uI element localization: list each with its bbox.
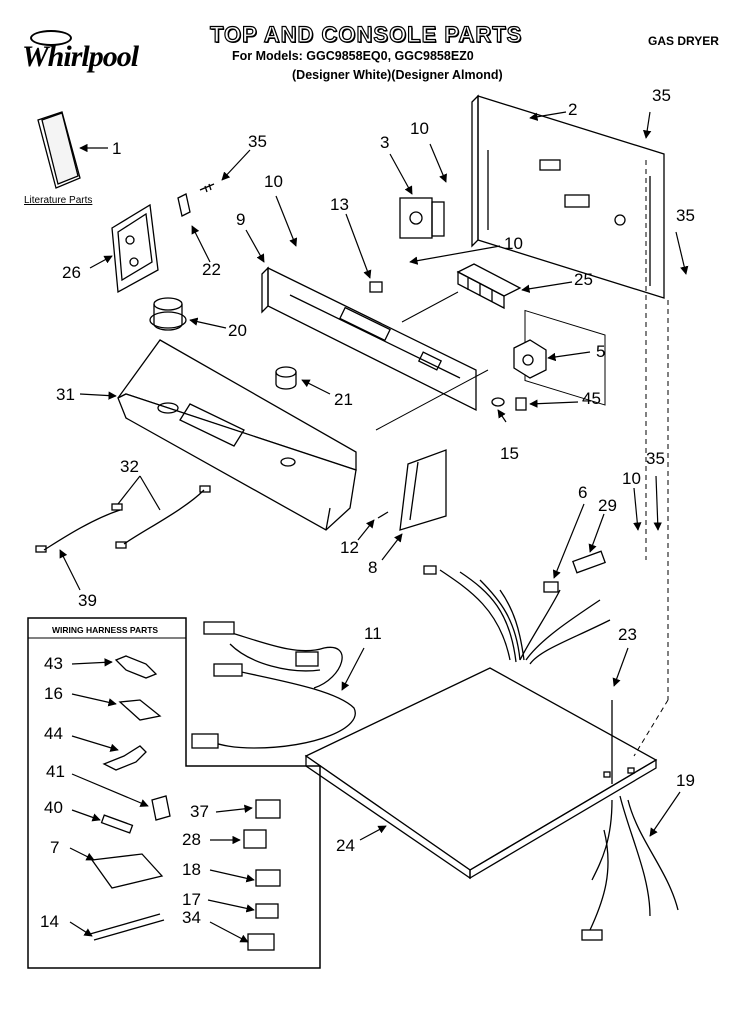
callout-number: 41 [46, 762, 65, 781]
callout-number: 39 [78, 591, 97, 610]
callout-number: 37 [190, 802, 209, 821]
callout-number: 22 [202, 260, 221, 279]
screw [377, 511, 389, 519]
selector-switch [456, 263, 522, 310]
switch-part [369, 281, 383, 293]
callout-number: 24 [336, 836, 355, 855]
switch-block [513, 339, 547, 379]
callout-number: 19 [676, 771, 695, 790]
callout-number: 29 [598, 496, 617, 515]
callout-number: 35 [248, 132, 267, 151]
whirlpool-logo: Whirlpool [22, 30, 162, 80]
page-title: TOP AND CONSOLE PARTS [209, 21, 523, 47]
callout-number: 3 [380, 133, 390, 152]
clip-part [177, 193, 191, 217]
callout-number: 20 [228, 321, 247, 340]
callout-number: 12 [340, 538, 359, 557]
callout-number: 28 [182, 830, 201, 849]
screw [199, 183, 215, 193]
callout-number: 35 [652, 86, 671, 105]
callout-number: 40 [44, 798, 63, 817]
literature-booklet [37, 111, 81, 189]
harness-fan-upper [423, 550, 611, 665]
callout-number: 34 [182, 908, 201, 927]
callout-number: 9 [236, 210, 246, 229]
knob-small [275, 366, 297, 390]
callout-number: 25 [574, 270, 593, 289]
wiring-harness-box-title: WIRING HARNESS PARTS [52, 625, 159, 635]
top-cover [304, 667, 658, 880]
callout-number: 10 [264, 172, 283, 191]
callout-number: 11 [364, 624, 382, 643]
callout-number: 44 [44, 724, 63, 743]
timer-unit [399, 197, 445, 239]
harness-box-parts [89, 655, 281, 951]
logo-text: Whirlpool [22, 40, 139, 73]
callout-number: 10 [622, 469, 641, 488]
variants-line: (Designer White)(Designer Almond) [292, 68, 503, 82]
callout-number: 35 [646, 449, 665, 468]
callout-number: 17 [182, 890, 201, 909]
callout-number: 5 [596, 342, 606, 361]
dryer-type-label: GAS DRYER [648, 34, 719, 48]
callout-number: 10 [504, 234, 523, 253]
callout-number: 18 [182, 860, 201, 879]
wiring-harness-parts-box [27, 617, 321, 969]
callout-number: 21 [334, 390, 353, 409]
callout-number: 15 [500, 444, 519, 463]
logo-oval-mark [30, 30, 72, 46]
callout-number: 14 [40, 912, 59, 931]
callout-number: 35 [676, 206, 695, 225]
console-bracket [399, 449, 447, 531]
console-frame [261, 266, 477, 412]
callout-leaders [59, 111, 689, 943]
callout-number: 7 [50, 838, 60, 857]
callout-number: 8 [368, 558, 378, 577]
knob-large [149, 297, 187, 331]
callout-number: 45 [582, 389, 601, 408]
callout-number: 23 [618, 625, 637, 644]
console-panel [117, 339, 357, 531]
console-back-panel [471, 94, 665, 406]
assembly-guide-lines [633, 160, 669, 757]
callout-number: 6 [578, 483, 588, 502]
washer-part [491, 397, 505, 407]
callout-number: 31 [56, 385, 75, 404]
literature-parts-label: Literature Parts [24, 195, 93, 206]
callout-number: 2 [568, 100, 578, 119]
callout-number: 13 [330, 195, 349, 214]
console-end-cap [111, 203, 159, 294]
callout-number: 26 [62, 263, 81, 282]
main-wiring-harness [191, 621, 356, 749]
wire-harness-small [35, 485, 211, 553]
callout-number: 1 [112, 139, 122, 158]
harness-fan-lower [581, 795, 679, 941]
callout-number: 10 [410, 119, 429, 138]
callout-number: 32 [120, 457, 139, 476]
bracket-part [515, 397, 527, 411]
models-line: For Models: GGC9858EQ0, GGC9858EZ0 [232, 49, 474, 63]
callout-number: 43 [44, 654, 63, 673]
callout-number: 16 [44, 684, 63, 703]
